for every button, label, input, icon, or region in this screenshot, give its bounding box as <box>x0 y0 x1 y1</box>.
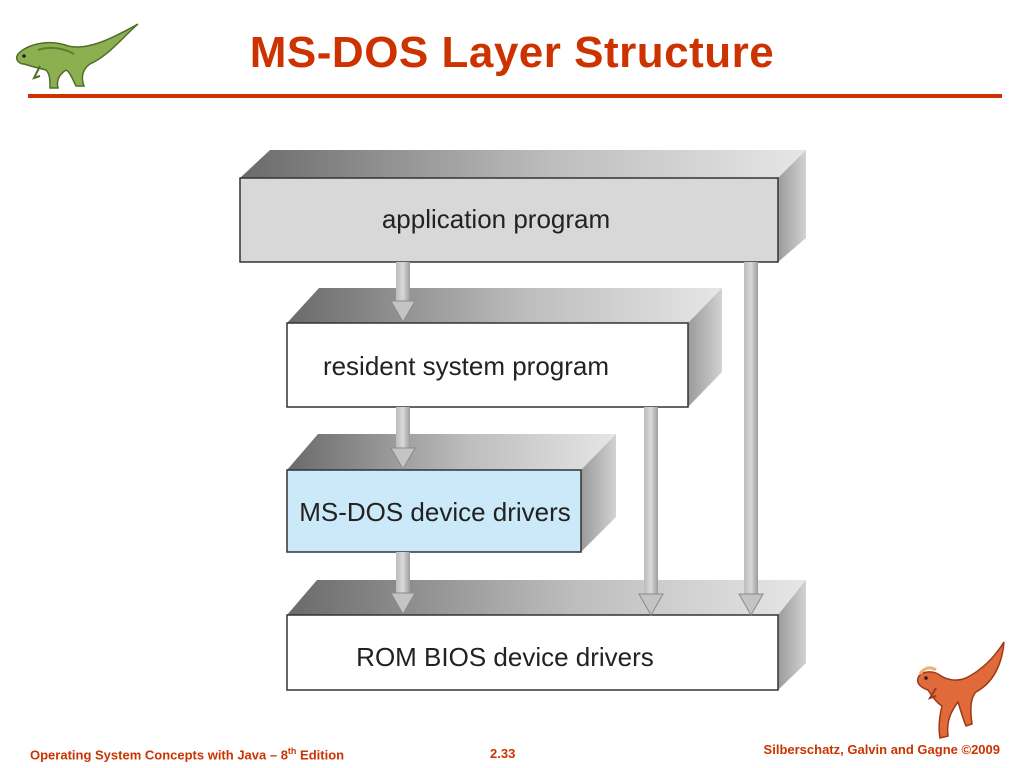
arrow-resident-to-rom <box>638 407 664 617</box>
footer-authors: Silberschatz, Galvin and Gagne ©2009 <box>763 742 1000 757</box>
layer-application: application program <box>239 150 806 263</box>
layer-resident-system: resident system program <box>286 288 722 408</box>
footer-book-sup: th <box>287 746 297 756</box>
layer-msdos-drivers-label: MS-DOS device drivers <box>299 497 571 527</box>
footer-book-text: Operating System Concepts with Java – 8 <box>30 747 288 763</box>
layer-rom-bios: ROM BIOS device drivers <box>286 580 806 691</box>
slide-title: MS-DOS Layer Structure <box>249 28 775 77</box>
arrow-app-to-resident <box>390 262 416 324</box>
layer-application-face <box>239 177 779 263</box>
green-dinosaur-icon <box>15 23 139 89</box>
title-divider <box>28 94 1002 98</box>
layer-application-label: application program <box>382 204 610 234</box>
footer-page-number: 2.33 <box>490 746 516 761</box>
arrow-resident-to-msdos <box>390 407 416 471</box>
layer-msdos-drivers-face <box>286 469 582 553</box>
red-dinosaur-icon <box>916 641 1005 739</box>
layer-resident-system-face <box>286 322 689 408</box>
arrow-msdos-to-rom <box>390 552 416 616</box>
layer-resident-system-label: resident system program <box>323 351 609 381</box>
footer-book-title: Operating System Concepts with Java – 8t… <box>30 746 344 762</box>
layer-rom-bios-label: ROM BIOS device drivers <box>356 642 654 672</box>
layer-msdos-drivers: MS-DOS device drivers <box>286 434 616 553</box>
arrow-app-to-rom <box>738 262 764 617</box>
layer-rom-bios-face <box>286 614 779 691</box>
footer-book-suffix: Edition <box>296 747 345 763</box>
